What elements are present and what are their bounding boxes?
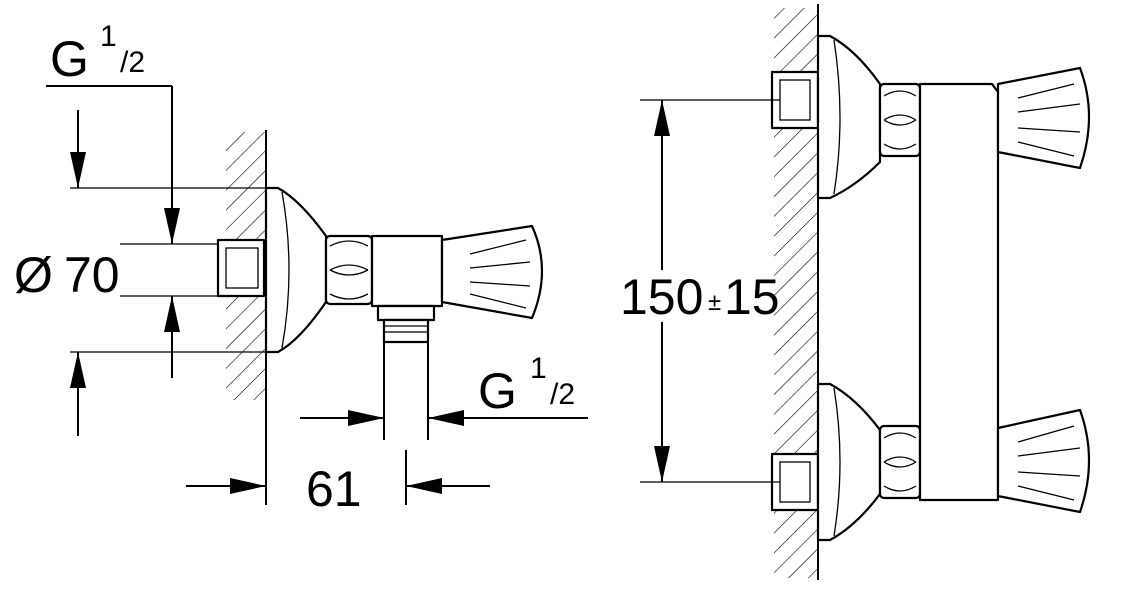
outlet-fitting-left (376, 304, 436, 322)
escutcheon-lower (816, 382, 882, 542)
front-view: 150 ± 15 (620, 4, 1091, 580)
escutcheon-left (264, 186, 328, 354)
diameter-symbol: Ø (14, 247, 53, 303)
g-fraction-den-bottom: /2 (550, 378, 575, 411)
g-fraction-num-top: 1 (100, 20, 117, 53)
handle-left (440, 224, 544, 320)
valve-body-left (370, 234, 444, 308)
spacing-value: 150 (620, 269, 703, 325)
mixer-body (918, 82, 1000, 502)
handle-lower (996, 408, 1091, 514)
g-label-top: G (50, 31, 89, 87)
spacing-tolerance: 15 (724, 269, 780, 325)
side-view: G 1 /2 Ø 70 G 1 /2 61 (14, 20, 588, 517)
g-label-bottom: G (478, 363, 517, 419)
nut-left (324, 234, 374, 306)
width-dimension: 61 (306, 461, 362, 517)
diameter-value: 70 (64, 247, 120, 303)
g-fraction-den-top: /2 (120, 46, 145, 79)
g-fraction-num-bottom: 1 (530, 352, 547, 385)
escutcheon-upper (816, 34, 882, 200)
spacing-plus-minus: ± (708, 289, 721, 316)
handle-upper (996, 66, 1091, 170)
